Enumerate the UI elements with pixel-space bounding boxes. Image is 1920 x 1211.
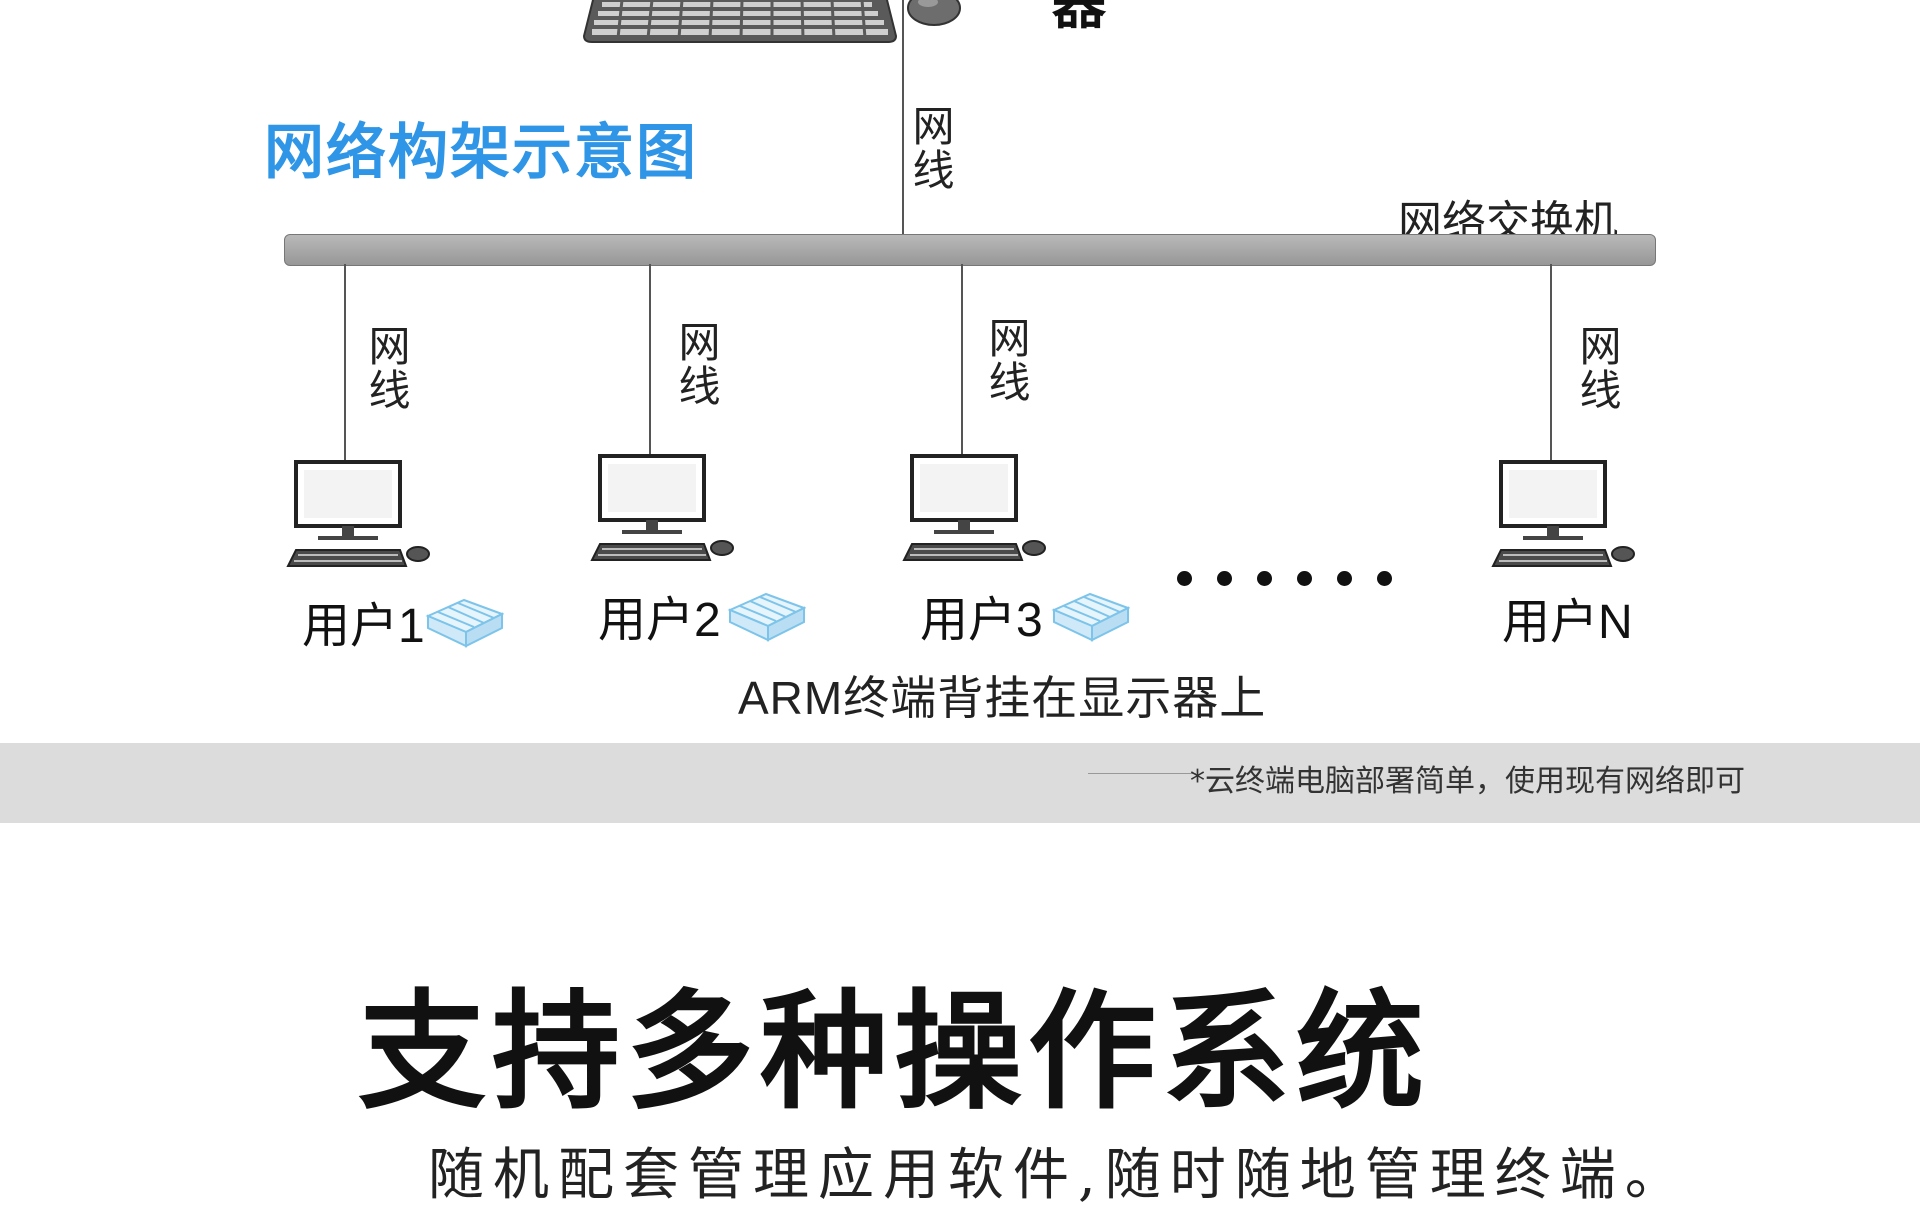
user1-cable-label: 网线: [362, 324, 411, 412]
uplink-cable-label: 网线: [906, 104, 955, 192]
mouse-icon: [907, 0, 961, 26]
os-subtitle: 随机配套管理应用软件,随时随地管理终端。: [428, 1143, 1690, 1208]
user1-arm-terminal-icon: [425, 598, 504, 648]
ellipsis-dot: [1177, 571, 1192, 586]
user3-cable-line: [961, 264, 963, 457]
ellipsis-dot: [1297, 571, 1312, 586]
ellipsis-dot: [1217, 571, 1232, 586]
band-note: *云终端电脑部署简单，使用现有网络即可: [1190, 764, 1745, 799]
user3-cable-label: 网线: [982, 316, 1031, 404]
uplink-cable-line: [902, 0, 904, 234]
ellipsis-dot: [1337, 571, 1352, 586]
user3-arm-terminal-icon: [1051, 592, 1130, 642]
diagram-title: 网络构架示意图: [264, 118, 698, 188]
note-band: [0, 743, 1920, 823]
user2-arm-terminal-icon: [727, 592, 806, 642]
note-leader-line: [1088, 773, 1196, 774]
usern-label: 用户N: [1502, 596, 1633, 649]
usern-computer-icon: [1491, 460, 1635, 567]
user2-label: 用户2: [598, 594, 721, 647]
ellipsis-dot: [1377, 571, 1392, 586]
keyboard-icon: [582, 0, 898, 43]
user2-cable-line: [649, 264, 651, 457]
server-label-fragment: 器: [1052, 0, 1108, 36]
user3-label: 用户3: [920, 594, 1043, 647]
user3-computer-icon: [902, 454, 1046, 561]
user2-cable-label: 网线: [672, 320, 721, 408]
arm-caption: ARM终端背挂在显示器上: [738, 672, 1267, 724]
network-switch: [284, 234, 1656, 266]
user1-label: 用户1: [302, 600, 425, 653]
user1-computer-icon: [286, 460, 430, 567]
user2-computer-icon: [590, 454, 734, 561]
os-heading: 支持多种操作系统: [358, 978, 1431, 1127]
usern-cable-line: [1550, 264, 1552, 464]
usern-cable-label: 网线: [1573, 324, 1622, 412]
ellipsis-dot: [1257, 571, 1272, 586]
user1-cable-line: [344, 264, 346, 464]
